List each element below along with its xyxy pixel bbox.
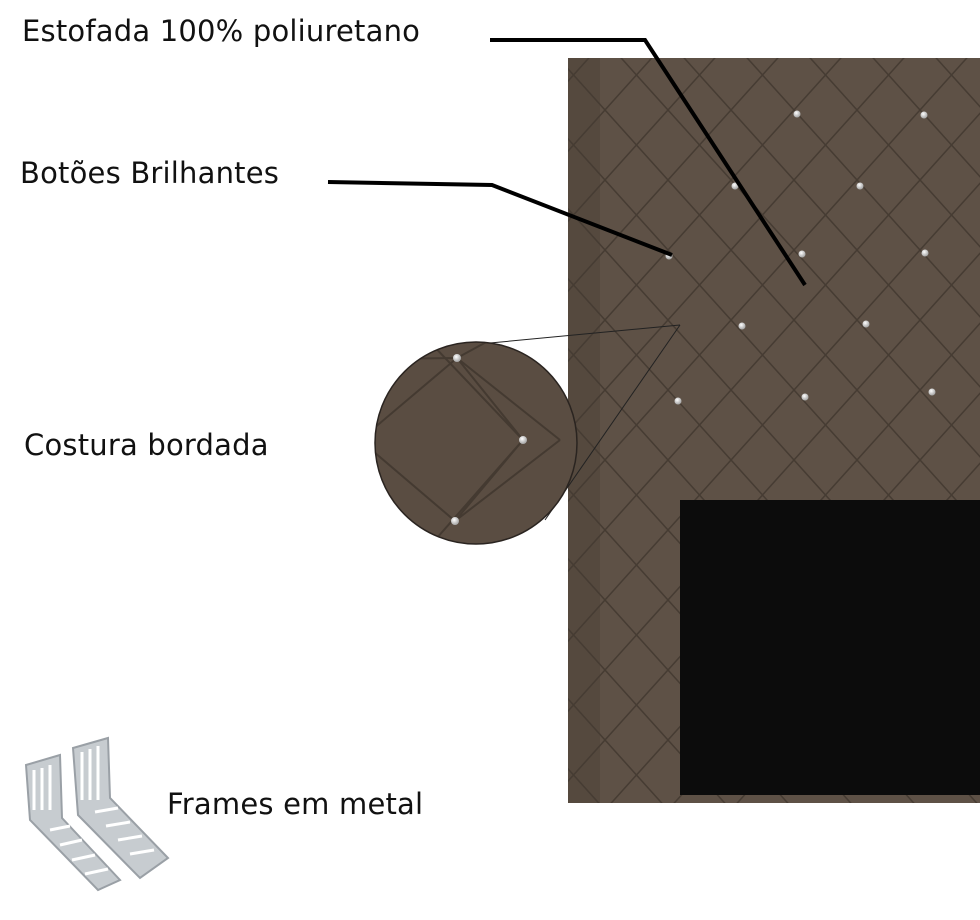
crystal-buttons: [665, 110, 936, 405]
zoom-magnifier: [374, 324, 681, 545]
crystal-button: [856, 182, 864, 190]
label-foam: Estofada 100% poliuretano: [22, 14, 421, 48]
crystal-button: [674, 397, 682, 405]
stitch-line: [604, 58, 980, 803]
stitch-line: [568, 58, 795, 803]
stitch-line: [730, 58, 980, 803]
stitch-line: [568, 58, 980, 803]
metal-frames-icon: [24, 736, 170, 892]
crystal-button: [731, 182, 739, 190]
crystal-button: [793, 110, 801, 118]
label-buttons: Botões Brilhantes: [20, 156, 280, 190]
stitch-line: [856, 58, 980, 803]
crystal-button: [862, 320, 870, 328]
stitch-line: [568, 58, 980, 803]
callout-line-foam: [490, 38, 807, 287]
callout-line-buttons: [327, 180, 673, 257]
black-panel: [680, 500, 980, 795]
stitch-line: [568, 58, 732, 803]
crystal-button: [921, 249, 929, 257]
stitch-line: [568, 58, 759, 803]
label-stitching: Costura bordada: [24, 428, 269, 462]
stitch-line: [793, 58, 980, 803]
stitch-line: [568, 58, 980, 803]
crystal-button: [928, 388, 936, 396]
stitch-line: [568, 58, 980, 803]
stitch-line: [568, 58, 980, 803]
stitch-line: [568, 58, 696, 803]
crystal-button: [798, 250, 806, 258]
crystal-button: [801, 393, 809, 401]
stitch-line: [568, 58, 858, 803]
stitch-line: [568, 58, 980, 803]
stitch-line: [568, 58, 980, 803]
headboard: [568, 58, 980, 803]
crystal-button: [738, 322, 746, 330]
callout-lines: [327, 38, 807, 287]
stitch-line: [568, 58, 980, 803]
crystal-button: [920, 111, 928, 119]
label-frames: Frames em metal: [167, 787, 424, 821]
stitch-line: [667, 58, 980, 803]
stitch-line: [568, 58, 921, 803]
